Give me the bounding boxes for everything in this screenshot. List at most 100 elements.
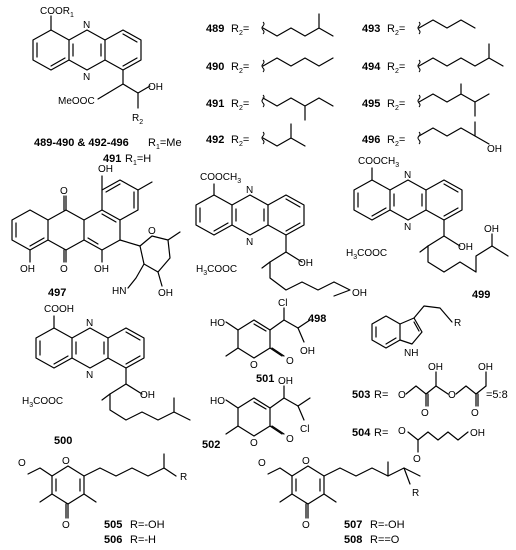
svg-text:R2=: R2=	[231, 23, 249, 37]
svg-text:494: 494	[362, 61, 381, 73]
label-503-oh2: OH	[478, 362, 493, 373]
label-505-o-keto: O	[62, 520, 70, 531]
label-503-r: R=	[374, 389, 388, 401]
label-r2: R2	[132, 113, 143, 126]
caption-491: 491	[103, 153, 121, 165]
label-503-ratio: =5:8	[486, 389, 508, 401]
caption-491-r1: R1=H	[125, 153, 151, 167]
label-499-oh: OH	[458, 242, 473, 253]
label-501-cl: Cl	[278, 298, 287, 309]
label-498-oh: OH	[298, 258, 313, 269]
label-497-oh-top: OH	[98, 164, 113, 175]
label-oh: OH	[148, 82, 163, 93]
svg-text:496: 496	[362, 134, 380, 146]
caption-501: 501	[256, 373, 274, 385]
structure-502	[225, 385, 311, 437]
label-504-o1: O	[398, 426, 406, 437]
label-501-oh: OH	[300, 346, 315, 357]
svg-text:490: 490	[206, 61, 224, 73]
label-503-o2: O	[421, 408, 429, 419]
label-497-oh-sugar: OH	[158, 288, 173, 299]
label-505-o-methoxy: O	[18, 458, 26, 469]
label-500-n-bottom: N	[86, 370, 93, 381]
label-507-r: R	[412, 488, 419, 499]
label-n-top: N	[83, 20, 90, 31]
label-500-h3cooc: H3COOC	[22, 396, 63, 409]
label-499-h3cooc: H3COOC	[346, 248, 387, 261]
label-500-cooh: COOH	[44, 304, 74, 315]
svg-text:R2=: R2=	[231, 98, 249, 112]
label-503-o1: O	[398, 390, 406, 401]
label-502-o-ring: O	[250, 438, 258, 449]
label-501-ho: HO	[210, 318, 225, 329]
label-503-o3: O	[448, 390, 456, 401]
label-502-ho: HO	[210, 396, 225, 407]
label-507-o-methoxy: O	[258, 458, 266, 469]
caption-506: 506	[104, 534, 122, 546]
r2-entry-494: 494 R2=	[362, 43, 504, 75]
svg-text:R2=: R2=	[387, 98, 405, 112]
label-499-n-bottom: N	[404, 222, 411, 233]
label-n-bottom: N	[83, 72, 90, 83]
label-indole-nh: NH	[404, 348, 418, 359]
label-500-n-top: N	[86, 318, 93, 329]
label-indole-r: R	[454, 318, 461, 329]
label-meooc: MeOOC	[58, 96, 95, 107]
label-507-o-keto: O	[302, 520, 310, 531]
r2-entry-496: 496 R2= OH	[362, 121, 502, 155]
label-497-o-top: O	[60, 186, 68, 197]
r2-entry-490: 490 R2=	[206, 57, 334, 75]
structure-501	[225, 307, 311, 359]
label-504-o2: O	[413, 454, 421, 465]
caption-series-range: 489-490 & 492-496	[34, 137, 129, 149]
label-501-o-ring: O	[250, 360, 258, 371]
svg-text:R2=: R2=	[231, 134, 249, 148]
r2-entry-489: 489 R2=	[206, 13, 334, 37]
r2-entry-493: 493 R2=	[362, 19, 476, 37]
svg-text:489: 489	[206, 23, 224, 35]
label-497-nh: HN	[112, 286, 126, 297]
label-503-o4: O	[471, 408, 479, 419]
label-498-oh-tail: OH	[352, 288, 367, 299]
label-498-cooch3: COOCH3	[200, 172, 241, 185]
caption-498: 498	[308, 313, 326, 325]
svg-text:R2=: R2=	[231, 61, 249, 75]
label-505-rval: R=-OH	[130, 519, 165, 531]
label-505-r: R	[180, 472, 187, 483]
label-498-n-top: N	[246, 185, 253, 196]
caption-504: 504	[352, 427, 371, 439]
label-502-o-keto: O	[286, 434, 294, 445]
svg-text:491: 491	[206, 98, 224, 110]
svg-text:492: 492	[206, 134, 224, 146]
structure-505-506	[27, 453, 177, 519]
label-499-oh-tail: OH	[484, 224, 499, 235]
structure-500	[35, 315, 191, 421]
label-503-oh1: OH	[428, 362, 443, 373]
caption-507: 507	[344, 519, 362, 531]
structure-indole-503-504	[371, 305, 453, 349]
label-498-n-bottom: N	[246, 237, 253, 248]
r-group-504	[407, 431, 469, 453]
label-497-oh-mid: OH	[94, 264, 109, 275]
label-497-oh-left: OH	[20, 264, 35, 275]
caption-503: 503	[352, 389, 370, 401]
svg-text:493: 493	[362, 23, 380, 35]
label-499-n-top: N	[404, 170, 411, 181]
label-504-oh: OH	[470, 428, 485, 439]
label-coor1: COOR1	[40, 6, 74, 19]
label-502-oh: OH	[278, 376, 293, 387]
caption-508: 508	[344, 534, 362, 546]
structure-499	[353, 167, 509, 273]
caption-505: 505	[104, 519, 122, 531]
r-group-503	[405, 371, 487, 407]
svg-text:R2=: R2=	[387, 23, 405, 37]
svg-text:R2=: R2=	[387, 134, 405, 148]
caption-500: 500	[54, 435, 72, 447]
structure-497	[11, 175, 181, 289]
label-499-cooch3: COOCH3	[358, 156, 399, 169]
structure-507-508	[267, 461, 421, 519]
label-497-o-sugar: O	[148, 226, 156, 237]
caption-499: 499	[472, 289, 490, 301]
r2-entry-492: 492 R2=	[206, 123, 306, 148]
